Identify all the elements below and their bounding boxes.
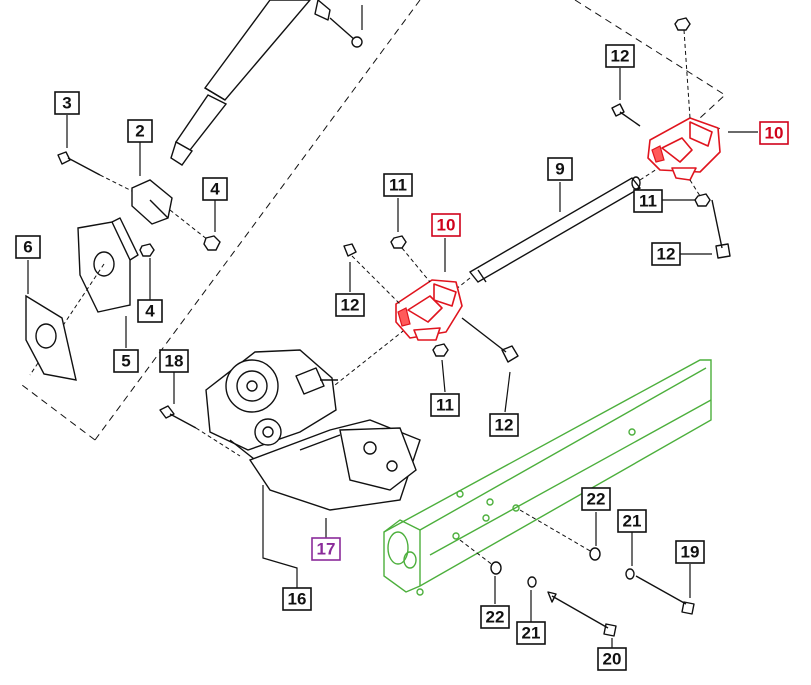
callout-11-bottom: 11 (430, 393, 460, 417)
callout-9: 9 (547, 157, 573, 181)
callout-5: 5 (113, 349, 139, 373)
callout-10-upper-joint: 10 (759, 121, 789, 145)
frame-rail (383, 359, 712, 596)
callout-17-text: 17 (317, 540, 336, 559)
callout-12-bottom-text: 12 (495, 416, 514, 435)
callout-4-upper-text: 4 (210, 180, 220, 199)
callout-12-right-text: 12 (657, 245, 676, 264)
callout-19-text: 19 (681, 543, 700, 562)
callout-12-right: 12 (651, 242, 681, 266)
callout-22-right-text: 22 (587, 490, 606, 509)
callout-2: 2 (127, 119, 153, 143)
callout-11-right: 11 (633, 189, 663, 213)
callout-18: 18 (159, 349, 189, 373)
callout-11-bottom-text: 11 (436, 396, 454, 415)
callout-21-right-text: 21 (623, 512, 642, 531)
callout-19: 19 (675, 540, 705, 564)
column-mount-parts (25, 151, 221, 381)
callout-10-lower-joint: 10 (431, 213, 461, 237)
callout-6-text: 6 (23, 238, 32, 257)
callout-4-lower-text: 4 (145, 302, 155, 321)
leader-lines (27, 5, 758, 648)
universal-joint-lower (395, 279, 463, 341)
callout-22-bottom: 22 (480, 605, 510, 629)
gear-mounting-bracket (248, 419, 421, 511)
callout-11-top-text: 11 (389, 176, 407, 195)
callout-16-text: 16 (288, 590, 307, 609)
callout-21-bottom: 21 (516, 621, 546, 645)
callout-22-bottom-text: 22 (486, 608, 505, 627)
bolt-18 (159, 405, 241, 457)
steering-column (170, 0, 363, 166)
callout-6: 6 (15, 235, 41, 259)
callout-16: 16 (282, 587, 312, 611)
callout-12-left: 12 (335, 293, 365, 317)
callout-12-top-right-text: 12 (611, 47, 630, 66)
callout-3: 3 (54, 91, 80, 115)
callout-11-top: 11 (383, 173, 413, 197)
callout-22-right: 22 (581, 487, 611, 511)
callout-21-right: 21 (617, 509, 647, 533)
callout-4-upper: 4 (202, 177, 228, 201)
callout-18-text: 18 (165, 352, 184, 371)
joint-fasteners (343, 17, 731, 363)
frame-fasteners (459, 509, 695, 637)
dashed-boundary (21, 0, 726, 441)
callout-10-upper-joint-text: 10 (765, 124, 784, 143)
callout-2-text: 2 (135, 122, 144, 141)
universal-joint-upper (647, 117, 721, 181)
callout-5-text: 5 (121, 352, 130, 371)
callout-17: 17 (311, 537, 341, 561)
callout-12-top-right: 12 (605, 44, 635, 68)
callout-3-text: 3 (62, 94, 71, 113)
callout-21-bottom-text: 21 (522, 624, 541, 643)
callout-20-text: 20 (603, 650, 622, 669)
callout-12-left-text: 12 (341, 296, 360, 315)
callout-12-bottom: 12 (489, 413, 519, 437)
callout-11-right-text: 11 (639, 192, 657, 211)
callout-9-text: 9 (555, 160, 564, 179)
callout-10-lower-joint-text: 10 (437, 216, 456, 235)
callout-4-lower: 4 (137, 299, 163, 323)
callout-20: 20 (597, 647, 627, 671)
